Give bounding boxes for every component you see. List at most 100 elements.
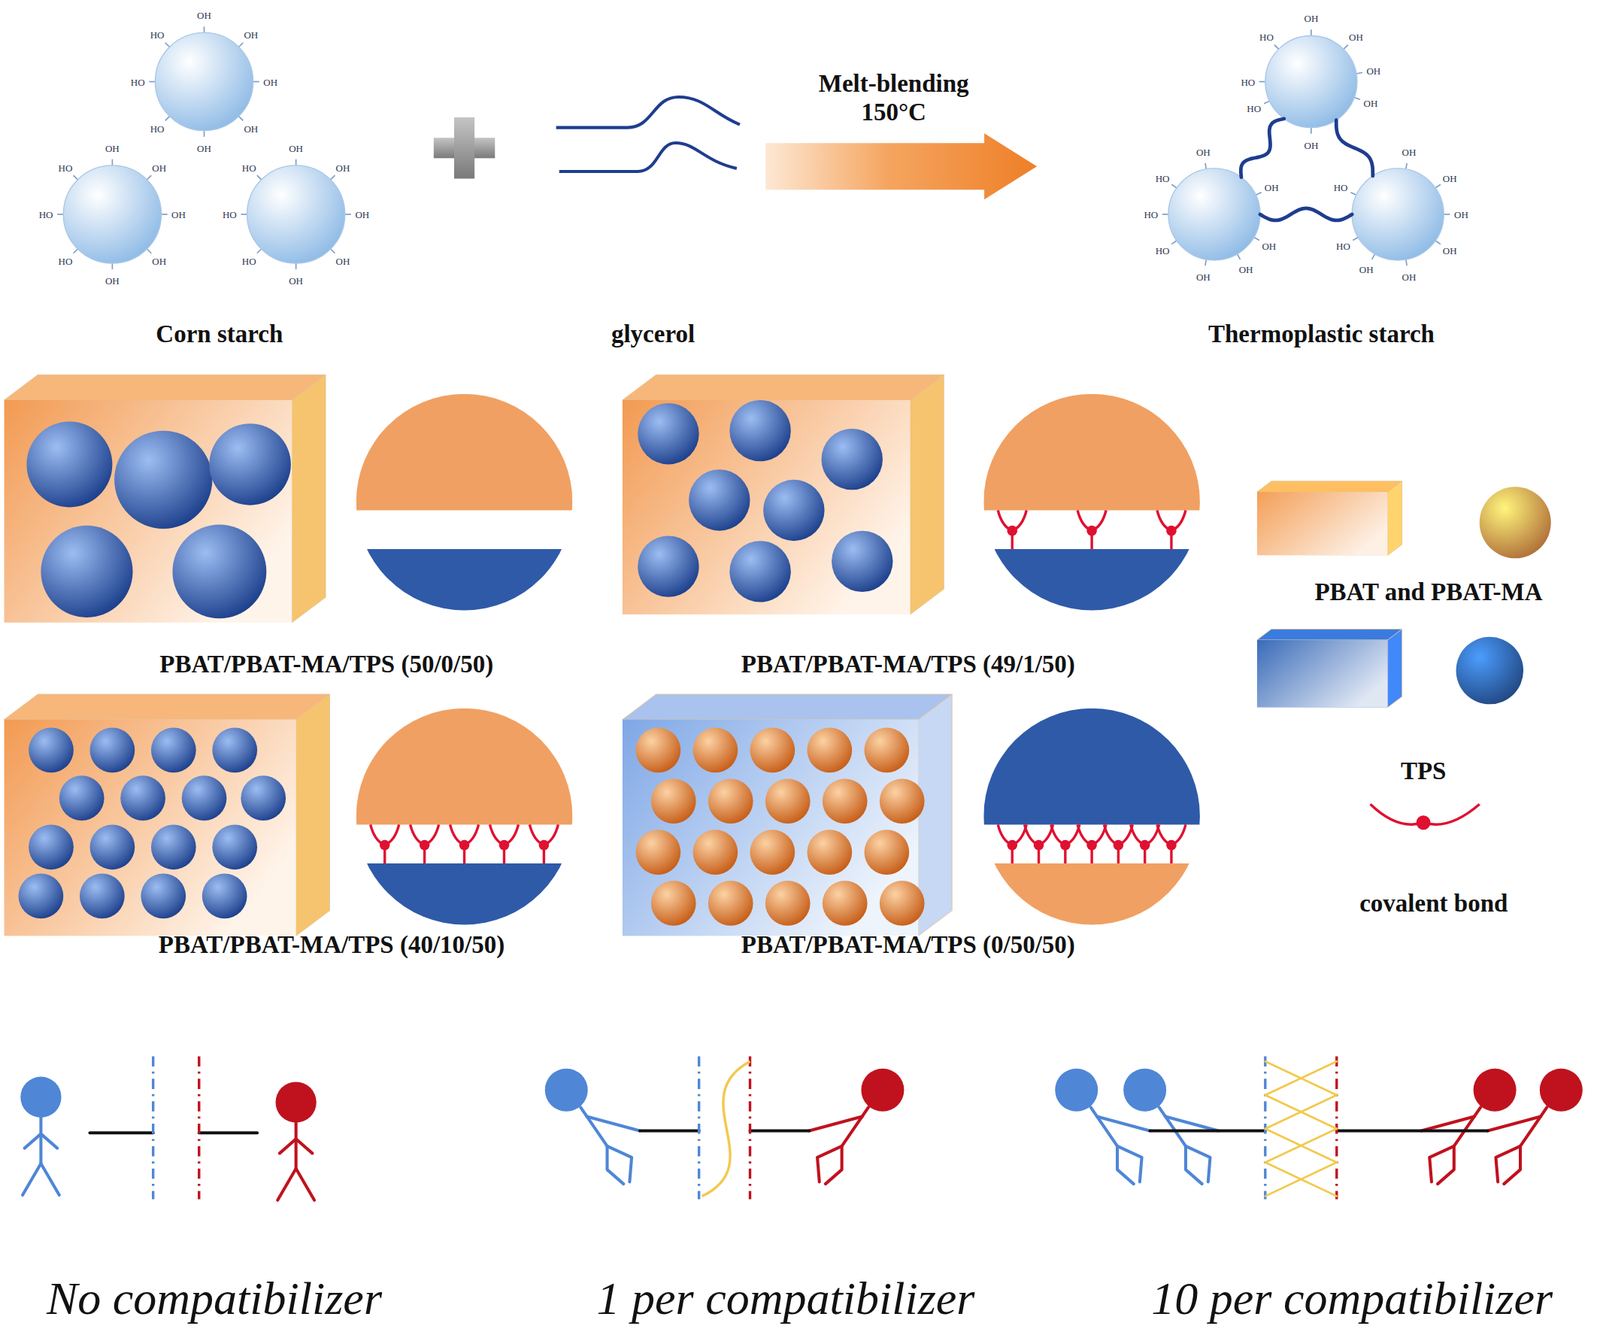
hydroxyl-group: OH [1363, 98, 1379, 109]
legend-sample [1257, 481, 1552, 558]
tug-of-war [1117, 1145, 1134, 1184]
blend-panel [1113, 839, 1125, 851]
hydroxyl-group: OH [1239, 263, 1254, 274]
blend-panel [651, 778, 697, 824]
hydroxyl-group: HO [1155, 172, 1170, 183]
tug-of-war [825, 1145, 843, 1184]
scenario-caption: 1 per compatibilizer [596, 1272, 976, 1324]
blend-panel [822, 778, 868, 824]
blend-panel [863, 727, 910, 773]
blend-panel [120, 775, 166, 821]
tug-of-war [24, 1133, 58, 1149]
blend-panel [821, 428, 882, 490]
blend-panel [90, 824, 136, 870]
legend-label: covalent bond [1359, 889, 1508, 918]
tug-of-war [1421, 1116, 1475, 1131]
starch-granules [112, 159, 114, 166]
starch-granules [57, 213, 64, 216]
starch-granules [257, 248, 262, 254]
tug-of-war [151, 1055, 155, 1199]
blend-panel [651, 880, 697, 926]
starch-granules [1265, 35, 1358, 128]
tug-of-war [1090, 1106, 1118, 1146]
starch-granules [73, 248, 79, 254]
glycerol-strand [1240, 118, 1284, 178]
blend-panel [151, 727, 197, 773]
tug-of-war [1454, 1106, 1481, 1146]
blend-panel [114, 430, 213, 529]
starch-granules [1168, 168, 1261, 261]
starch-granules [1435, 240, 1441, 245]
hydroxyl-group: OH [1402, 147, 1417, 158]
glycerol-strand [1240, 118, 1373, 221]
plus-sign [433, 117, 495, 179]
hydroxyl-group: OH [151, 256, 167, 267]
blend-panel [1086, 525, 1097, 537]
starch-granules [1354, 96, 1361, 100]
hydroxyl-group: OH [1366, 65, 1381, 76]
blend-panel [622, 374, 944, 400]
blend-panel [26, 421, 113, 507]
legend-sample [1257, 629, 1524, 708]
blend-panel [763, 479, 825, 541]
starch-granules [112, 263, 114, 270]
starch-granules [1274, 45, 1279, 50]
blend-panel [4, 374, 573, 658]
node-caption: PBAT/PBAT-MA/TPS (50/0/50) [159, 650, 494, 679]
starch-granules [1352, 236, 1358, 240]
glycerol-molecule [556, 96, 740, 128]
blend-panel [1006, 839, 1018, 851]
tug-of-war [90, 1130, 154, 1134]
blend-panel [1166, 839, 1177, 851]
tug-of-war [842, 1106, 869, 1146]
blend-panel [291, 374, 326, 622]
legend-sample [1387, 629, 1403, 708]
hydroxyl-group: OH [1442, 172, 1458, 183]
blend-panel [4, 719, 297, 937]
blend-panel [18, 873, 64, 919]
hydroxyl-group: HO [130, 76, 146, 87]
glycerol-strand [1336, 120, 1373, 176]
hydroxyl-group: OH [1454, 209, 1469, 220]
blend-panel [831, 530, 893, 592]
starch-granules [161, 213, 168, 216]
tug-of-war [809, 1116, 863, 1131]
legend-sample [1456, 636, 1525, 705]
blend-panel [637, 403, 699, 464]
starch-granules [1372, 254, 1376, 260]
blend-panel [622, 693, 952, 720]
blend-panel [983, 708, 1200, 825]
legend-label: TPS [1400, 756, 1447, 785]
starch-granules [239, 42, 244, 48]
starch-granules [63, 165, 161, 264]
starch-granules [1435, 184, 1441, 188]
blend-panel [637, 535, 699, 597]
tug-of-war [1265, 1128, 1337, 1163]
hydroxyl-group: HO [242, 162, 257, 173]
blend-panel [202, 873, 248, 919]
tug-of-war [1149, 1128, 1265, 1132]
hydroxyl-group: OH [1261, 241, 1276, 252]
starch-granules [257, 175, 262, 180]
hydroxyl-group: HO [58, 256, 73, 267]
blend-panel [28, 824, 74, 870]
tug-of-war [20, 1055, 1583, 1200]
starch-granules [73, 175, 79, 180]
hydroxyl-group: OH [1359, 263, 1374, 274]
starch-granules [165, 116, 170, 122]
blend-panel [636, 829, 682, 875]
legend-sample [1257, 481, 1403, 492]
tug-of-war [545, 1068, 588, 1112]
starch-granules [1310, 127, 1313, 134]
blend-panel [40, 525, 133, 618]
starch-granules [247, 165, 346, 264]
hydroxyl-group: HO [222, 209, 237, 220]
hydroxyl-group: OH [1304, 139, 1319, 150]
blend-panel [983, 393, 1200, 511]
process-arrow [765, 133, 1037, 200]
legend-sample [1416, 815, 1431, 830]
blend-panel [863, 829, 910, 875]
blend-panel [539, 839, 550, 851]
tug-of-war [1336, 1128, 1488, 1132]
starch-granules [1406, 163, 1407, 170]
